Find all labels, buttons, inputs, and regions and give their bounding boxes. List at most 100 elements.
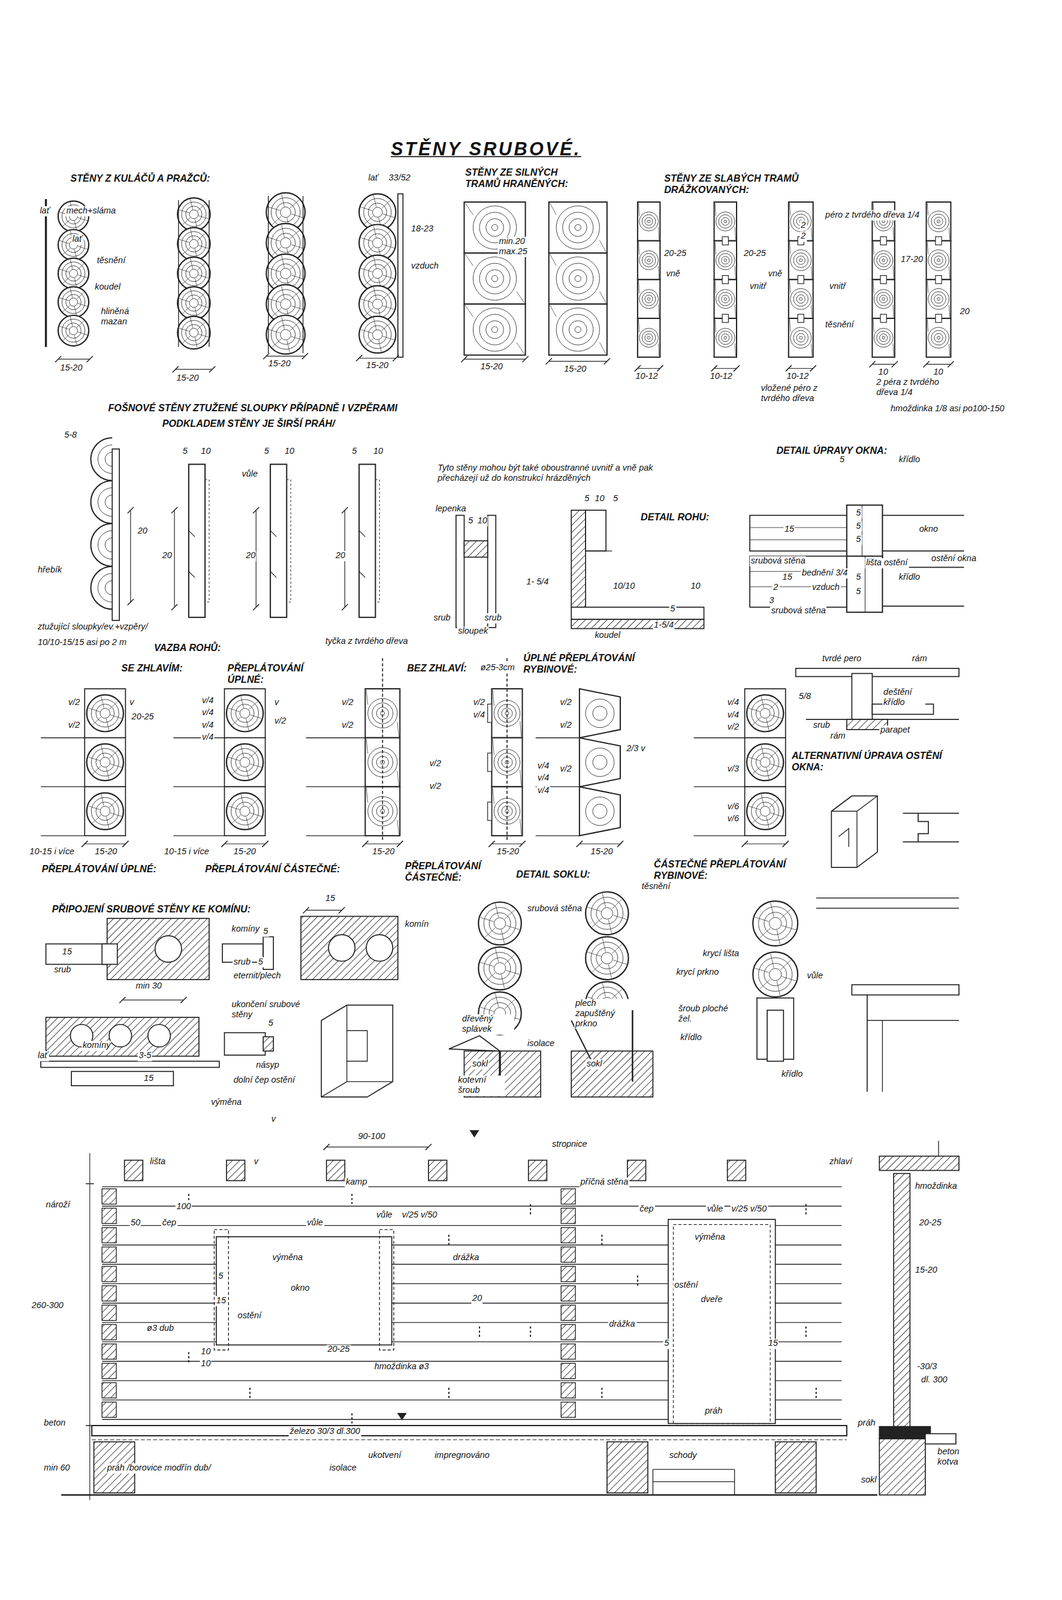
drawing-line [252,604,259,611]
drawing-line [927,203,928,216]
drawing-line [127,507,134,514]
drawing-circle [189,269,199,279]
drawing-line [789,319,791,332]
drawing-line [281,194,285,207]
section-heading: SE ZHLAVÍM: [120,662,184,675]
drawing-label: 18-23 [409,224,434,235]
drawing-rect [926,201,952,241]
drawing-label: vnitř [748,281,768,292]
section-heading: PŘEPLÁTOVÁNÍ ČÁSTEČNÉ: [403,861,509,884]
drawing-circle [790,249,812,271]
drawing-rect [560,1285,576,1302]
drawing-circle [235,801,255,821]
drawing-rect [464,540,488,557]
drawing-circle [721,256,730,265]
drawing-line [249,1387,251,1400]
drawing-line [480,961,494,967]
drawing-circle [596,947,618,970]
drawing-line [188,571,195,578]
drawing-circle [479,314,511,345]
drawing-line [224,843,265,844]
drawing-circle [568,269,587,288]
drawing-path [104,451,113,467]
drawing-circle [231,748,259,777]
drawing-circle [590,897,624,930]
drawing-circle [235,752,255,772]
drawing-line [55,355,62,362]
drawing-circle [641,330,656,345]
drawing-line [811,305,813,318]
drawing-circle [58,286,89,318]
drawing-label: 20 [334,550,347,561]
drawing-label: dl. 300 [919,1375,949,1386]
drawing-label: hliněná mazan [100,306,146,327]
drawing-label: 10/10 [611,581,636,592]
drawing-rect [788,240,814,280]
drawing-rect [749,515,847,552]
section-heading: PŘEPLÁTOVÁNÍ ČÁSTEČNÉ: [203,864,342,876]
drawing-line [182,217,190,225]
drawing-line [752,716,762,726]
drawing-line [190,198,193,210]
drawing-path [104,537,113,552]
drawing-line [70,287,73,298]
drawing-label: lať [36,1050,49,1061]
drawing-circle [472,308,517,352]
drawing-rect [560,1188,576,1205]
drawing-path [321,1005,393,1097]
drawing-line [246,718,249,730]
drawing-label: 3 [768,595,775,606]
drawing-line [92,765,102,775]
drawing-label: 15-20 [589,846,614,858]
drawing-circle [718,253,732,267]
drawing-label: sloupek [457,626,490,637]
drawing-line [805,1204,807,1217]
drawing-circle [879,333,888,342]
drawing-rect [935,236,942,246]
drawing-label: 20-25 [326,1344,351,1356]
drawing-circle [755,752,775,772]
drawing-circle [65,265,82,282]
drawing-line [171,604,178,611]
drawing-label: v/4 [726,710,741,721]
drawing-rect [560,1246,576,1263]
drawing-label: křídlo [780,1069,804,1080]
drawing-rect [637,279,660,319]
section-heading: ALTERNATIVNÍ ÚPRAVA OSTĚNÍ OKNA: [790,750,946,774]
drawing-line [198,275,209,279]
drawing-line [175,369,213,370]
drawing-line [228,756,240,761]
drawing-line [85,1424,95,1426]
drawing-line [491,843,523,844]
drawing-line [341,604,348,611]
drawing-line [119,996,126,1003]
drawing-line [101,1186,842,1187]
drawing-circle [746,743,784,781]
drawing-circle [61,318,85,342]
drawing-line [811,344,813,356]
drawing-label: isolace [328,1462,358,1474]
drawing-circle [721,294,730,303]
drawing-label: 5 [669,604,677,615]
drawing-label: deštění křídlo [882,687,925,708]
drawing-label: ukotvení [367,1450,403,1462]
drawing-rect [213,1229,229,1350]
drawing-circle [270,197,301,228]
drawing-label: násyp [255,1060,281,1071]
drawing-line [545,357,552,364]
drawing-path [831,795,878,868]
drawing-circle [181,320,207,345]
drawing-circle [372,207,383,218]
drawing-rect [188,464,205,618]
drawing-line [658,227,660,240]
drawing-line [364,246,374,255]
drawing-line [272,246,282,256]
drawing-label: kamp [344,1177,368,1188]
drawing-label: 15-20 [232,846,257,858]
drawing-line [110,812,122,817]
drawing-line [272,308,282,317]
drawing-circle [755,801,775,821]
drawing-circle [752,951,798,997]
drawing-label: 10-12 [634,371,659,382]
drawing-line [266,355,306,356]
